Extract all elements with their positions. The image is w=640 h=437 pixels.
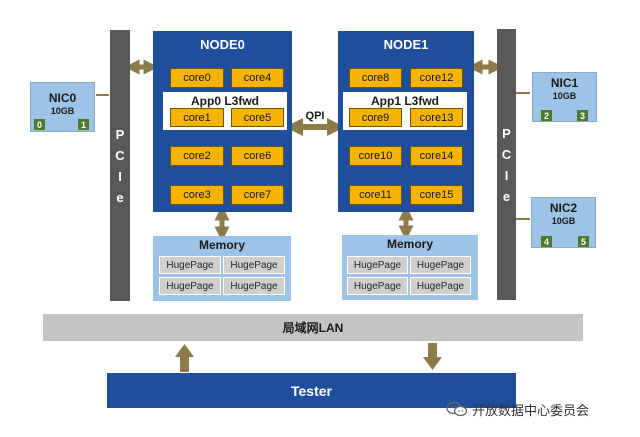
hugepage: HugePage [159, 277, 221, 295]
pcie-bus-left: P C I e [110, 30, 130, 301]
node-title: NODE1 [383, 37, 429, 52]
watermark-text: 开放数据中心委员会 [472, 402, 590, 418]
core-box: core13 [410, 108, 463, 127]
memory-title: Memory [198, 238, 245, 252]
nic-port: 5 [578, 236, 589, 247]
core-box: core15 [410, 185, 463, 205]
node-title: NODE0 [200, 37, 245, 52]
hugepage: HugePage [347, 277, 408, 295]
nic-name: NIC0 [48, 91, 77, 105]
nic-port: 2 [541, 110, 552, 121]
arrow-down-head [423, 357, 442, 370]
hugepage: HugePage [223, 256, 285, 274]
core-box: core0 [170, 68, 224, 88]
arrow-up-head [175, 344, 194, 357]
pcie-letter: C [115, 147, 125, 163]
hugepage: HugePage [159, 256, 221, 274]
memory-title: Memory [386, 237, 433, 251]
core-box: core10 [349, 146, 402, 166]
pcie-bus-right: P C I e [497, 29, 516, 300]
nic-port: 1 [78, 119, 89, 130]
core-box: core14 [410, 146, 463, 166]
lan-bar: 局域网LAN [43, 314, 583, 341]
nic-port: 0 [34, 119, 45, 130]
core-box: core9 [349, 108, 402, 127]
core-box: core6 [231, 146, 284, 166]
app-label: App1 L3fwd [371, 94, 439, 108]
pcie-letter: P [502, 125, 511, 141]
pcie-letter: I [118, 168, 122, 184]
hugepage: HugePage [347, 256, 408, 274]
nic-name: NIC1 [550, 76, 579, 90]
watermark: 开放数据中心委员会 [446, 399, 636, 419]
hugepage: HugePage [223, 277, 285, 295]
hugepage: HugePage [410, 277, 471, 295]
qpi-label: QPI [305, 110, 325, 122]
nic-name: NIC2 [549, 201, 578, 215]
pcie-letter: P [115, 126, 125, 142]
pcie-letter: e [502, 188, 511, 204]
core-box: core8 [349, 68, 402, 88]
tester-bar: Tester [107, 373, 516, 408]
core-box: core4 [231, 68, 284, 88]
core-box: core5 [231, 108, 284, 127]
pcie-letter: I [504, 167, 509, 183]
nic-port: 3 [577, 110, 588, 121]
core-box: core3 [170, 185, 224, 205]
arrow-down-stem [428, 343, 437, 358]
core-box: core7 [231, 185, 284, 205]
wechat-icon [446, 401, 468, 417]
hugepage: HugePage [410, 256, 471, 274]
nic-port: 4 [541, 236, 552, 247]
nic-speed: 10GB [551, 216, 576, 226]
core-box: core2 [170, 146, 224, 166]
nic-speed: 10GB [50, 106, 75, 116]
core-box: core11 [349, 185, 402, 205]
core-box: core1 [170, 108, 224, 127]
app-label: App0 L3fwd [191, 94, 259, 108]
core-box: core12 [410, 68, 463, 88]
arrow-up-stem [180, 356, 189, 372]
pcie-letter: e [116, 189, 124, 205]
pcie-letter: C [501, 146, 512, 162]
nic-speed: 10GB [552, 91, 577, 101]
